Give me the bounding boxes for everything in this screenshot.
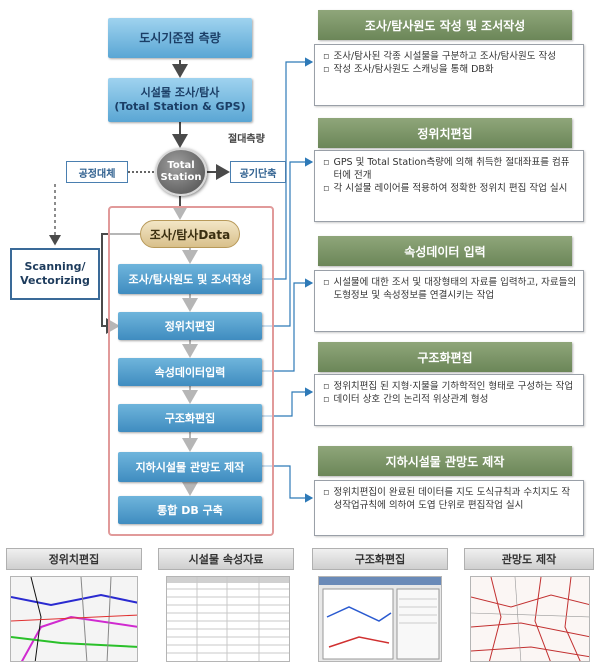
panel-2-body: ▫GPS 및 Total Station측량에 의해 취득한 절대좌표를 컴퓨터… <box>314 150 584 222</box>
attribute-table-image <box>167 577 289 661</box>
thumb-label-position-edit: 정위치편집 <box>6 548 142 570</box>
facility-survey-box: 시설물 조사/탐사 (Total Station & GPS) <box>108 78 252 122</box>
step-survey-map: 조사/탐사원도 및 조서작성 <box>118 264 262 294</box>
thumb-label-facility-attributes: 시설물 속성자료 <box>158 548 294 570</box>
survey-data-pill: 조사/탐사Data <box>140 220 240 248</box>
city-control-survey-box: 도시기준점 측량 <box>108 18 252 58</box>
step-structure-edit: 구조화편집 <box>118 404 262 432</box>
step-position-edit: 정위치편집 <box>118 312 262 340</box>
thumb-label-structure-edit: 구조화편집 <box>312 548 448 570</box>
total-station-circle: Total Station <box>155 148 207 196</box>
step-network-map: 지하시설물 관망도 제작 <box>118 452 262 482</box>
absolute-survey-label: 절대측량 <box>228 134 265 145</box>
position-edit-thumbnail <box>10 576 138 662</box>
structure-edit-thumbnail <box>318 576 442 662</box>
list-item: ▫정위치편집 된 지형·지물을 기하학적인 형태로 구성하는 작업 <box>323 381 574 392</box>
list-item: ▫작성 조사/탐사원도 스캐닝을 통해 DB화 <box>323 63 494 75</box>
network-map-thumbnail <box>470 576 590 662</box>
list-item: ▫각 시설물 레이어를 적용하여 정확한 정위치 편집 작업 실시 <box>323 182 568 194</box>
structure-edit-screen-image <box>319 577 441 661</box>
network-map-image <box>471 577 589 661</box>
list-item: ▫정위치편집이 완료된 데이터를 지도 도식규칙과 수치지도 작성작업규칙에 의… <box>323 487 571 511</box>
facility-attributes-thumbnail <box>166 576 290 662</box>
step-integrated-db: 통합 DB 구축 <box>118 496 262 524</box>
panel-4-title: 구조화편집 <box>318 342 572 372</box>
panel-3-title: 속성데이터 입력 <box>318 236 572 266</box>
scanning-vectorizing-box: Scanning/ Vectorizing <box>10 248 100 300</box>
panel-5-body: ▫정위치편집이 완료된 데이터를 지도 도식규칙과 수치지도 작성작업규칙에 의… <box>314 480 584 536</box>
list-item: ▫데이터 상호 간의 논리적 위상관계 형성 <box>323 393 489 405</box>
panel-1-title: 조사/탐사원도 작성 및 조서작성 <box>318 10 572 40</box>
list-item: ▫조사/탐사된 각종 시설물을 구분하고 조사/탐사원도 작성 <box>323 51 556 62</box>
panel-3-body: ▫시설물에 대한 조서 및 대장형태의 자료를 입력하고, 자료들의 도형정보 … <box>314 270 584 332</box>
step-attribute-input: 속성데이터입력 <box>118 358 262 386</box>
panel-5-title: 지하시설물 관망도 제작 <box>318 446 572 476</box>
list-item: ▫GPS 및 Total Station측량에 의해 취득한 절대좌표를 컴퓨터… <box>323 157 570 181</box>
process-replace-box: 공정대체 <box>66 161 128 183</box>
position-edit-map-image <box>11 577 137 661</box>
panel-4-body: ▫정위치편집 된 지형·지물을 기하학적인 형태로 구성하는 작업 ▫데이터 상… <box>314 374 584 426</box>
process-shorten-box: 공기단축 <box>230 161 286 183</box>
thumb-label-network-map: 관망도 제작 <box>464 548 594 570</box>
list-item: ▫시설물에 대한 조서 및 대장형태의 자료를 입력하고, 자료들의 도형정보 … <box>323 277 577 301</box>
panel-1-body: ▫조사/탐사된 각종 시설물을 구분하고 조사/탐사원도 작성 ▫작성 조사/탐… <box>314 44 584 106</box>
panel-2-title: 정위치편집 <box>318 118 572 148</box>
